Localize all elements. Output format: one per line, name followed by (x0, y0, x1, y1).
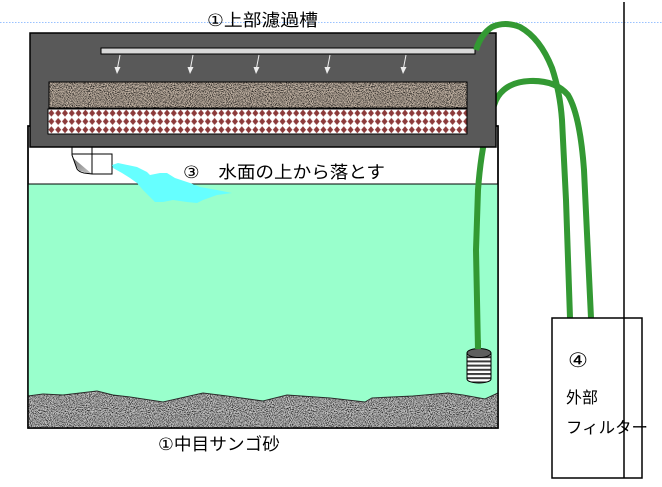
sand-surface-line (27, 390, 499, 403)
gravel-media-outline (48, 81, 468, 109)
gravel-media-layer (49, 82, 467, 108)
outlet-chute (73, 158, 92, 174)
outlet-frame (71, 147, 113, 175)
external-filter-number: ④ (568, 348, 588, 372)
filter-mat-layer (47, 108, 468, 135)
down-arrow-icon (114, 54, 121, 74)
tank-water (28, 184, 498, 428)
strainer-body (466, 352, 492, 384)
external-filter-label-line1: 外部 (566, 388, 598, 407)
overhead-filter (29, 32, 497, 148)
down-arrow-icon (400, 54, 407, 74)
flow-arrows (114, 54, 407, 74)
spray-bar (100, 47, 476, 55)
down-arrow-icon (253, 54, 260, 74)
filter-outlet (71, 147, 113, 175)
return-pipe (473, 21, 573, 319)
coral-sand-bed (28, 391, 498, 428)
external-filter: ④ 外部 フィルター (551, 317, 648, 479)
strainer-cap (466, 348, 492, 358)
coral-sand-label: ①中目サンゴ砂 (158, 434, 280, 455)
strainer-pipe-joint (475, 340, 481, 349)
aquarium-tank (27, 125, 499, 429)
external-filter-label-line2: フィルター (566, 418, 648, 437)
intake-strainer (466, 340, 492, 384)
overhead-filter-label: ①上部濾過槽 (207, 11, 318, 31)
down-arrow-icon (187, 54, 194, 74)
external-filter-body (551, 317, 643, 479)
water-splash (112, 163, 232, 203)
down-arrow-icon (324, 54, 331, 74)
water-drop-label: ③ 水面の上から落とす (183, 163, 385, 183)
